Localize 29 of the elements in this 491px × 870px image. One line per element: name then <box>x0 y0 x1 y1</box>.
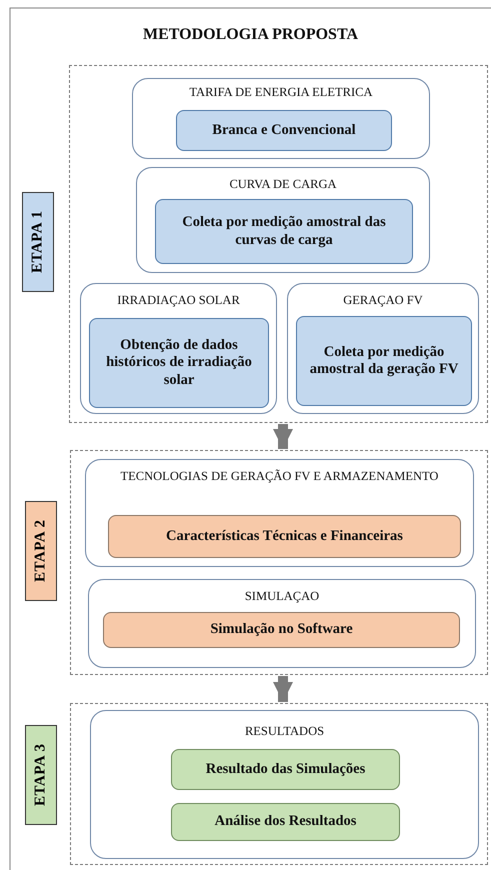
process-box: Obtenção de dados históricos de irradiação solar <box>89 318 269 408</box>
section-panel <box>80 283 277 414</box>
process-box: Características Técnicas e Financeiras <box>108 515 461 558</box>
process-box: Análise dos Resultados <box>171 803 400 841</box>
section-panel <box>287 283 479 414</box>
process-box: Coleta por medição amostral das curvas de carga <box>155 199 413 264</box>
section-panel <box>85 459 474 567</box>
section-panel <box>136 167 430 273</box>
diagram-title: METODOLOGIA PROPOSTA <box>142 26 359 44</box>
section-heading: IRRADIAÇAO SOLAR <box>116 294 241 308</box>
process-box: Branca e Convencional <box>176 110 392 151</box>
section-heading: GERAÇAO FV <box>342 294 424 308</box>
process-box: Coleta por medição amostral da geração FV <box>296 316 472 406</box>
section-heading: RESULTADOS <box>244 725 326 738</box>
section-panel <box>132 78 430 159</box>
stage-label: ETAPA 1 <box>22 192 54 292</box>
stage-label: ETAPA 2 <box>25 501 57 601</box>
section-panel <box>88 579 476 668</box>
arrow <box>273 424 293 449</box>
stage-label: ETAPA 3 <box>25 725 57 825</box>
section-heading: TECNOLOGIAS DE GERAÇÃO FV E ARMAZENAMENTO <box>120 470 440 484</box>
section-heading: SIMULAÇAO <box>244 590 320 604</box>
process-box: Simulação no Software <box>103 612 460 648</box>
arrow <box>273 676 293 702</box>
process-box: Resultado das Simulações <box>171 749 400 790</box>
section-heading: CURVA DE CARGA <box>228 178 338 192</box>
stage-frame <box>69 65 488 423</box>
section-heading: TARIFA DE ENERGIA ELETRICA <box>188 86 374 100</box>
stage-frame <box>70 450 488 675</box>
